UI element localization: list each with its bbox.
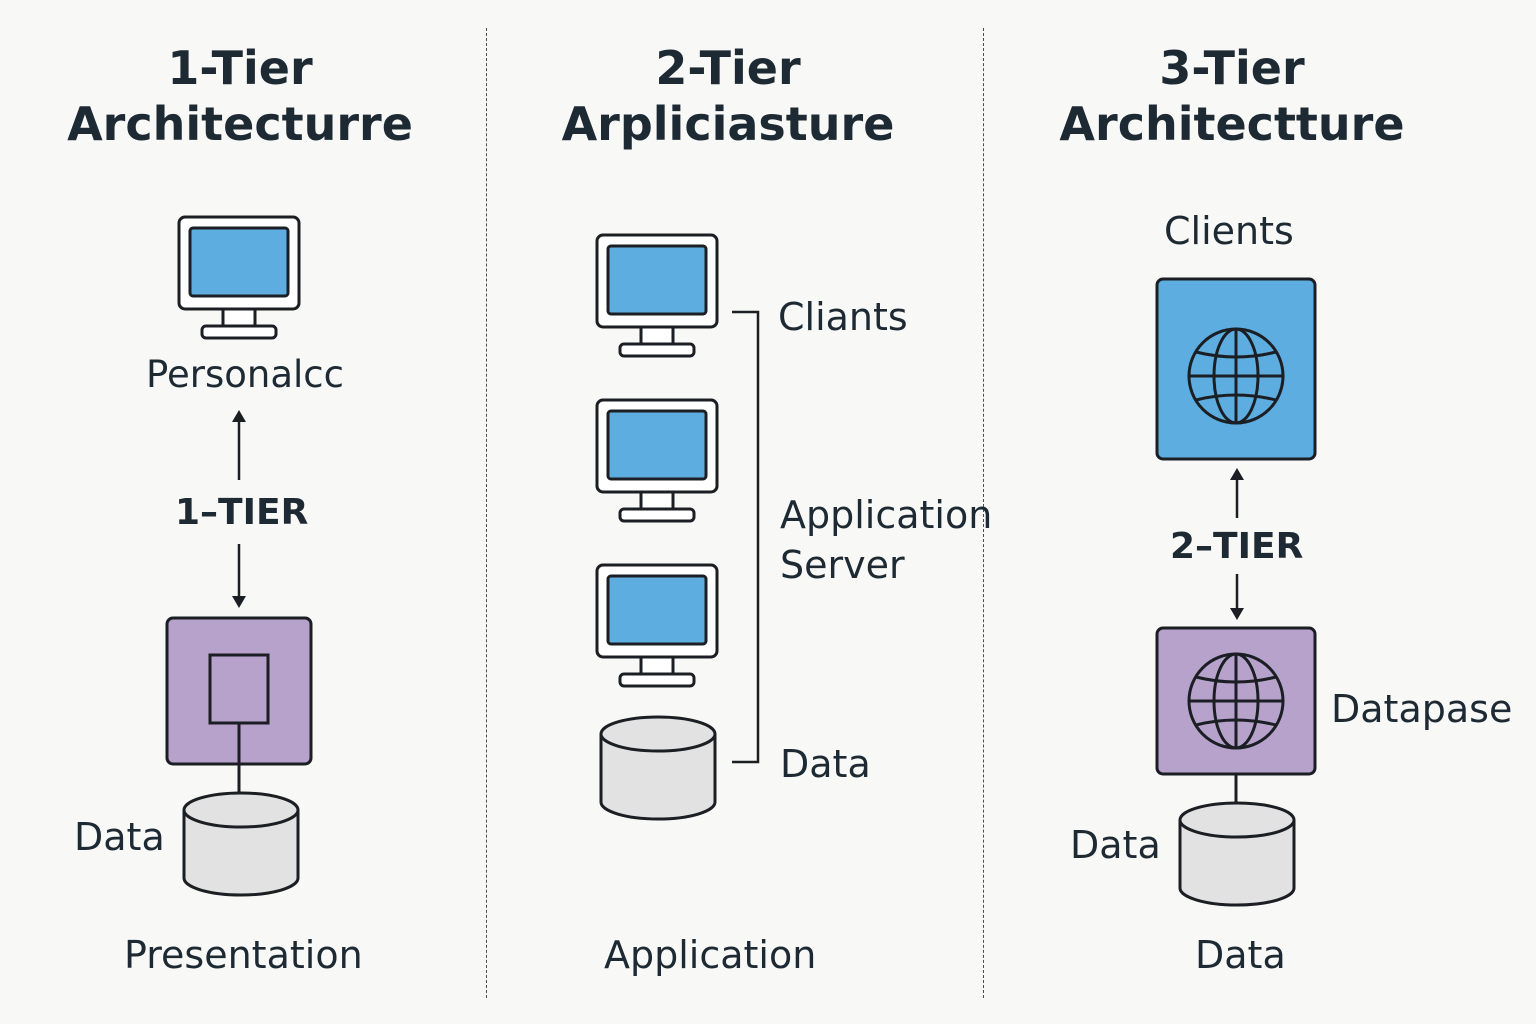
monitor-icon [595,398,719,523]
column-2-title: 2-Tier Arpliciasture [488,40,968,152]
column-1-title: 1-Tier Architecturre [0,40,480,152]
column-2-title-line1: 2-Tier [655,41,801,95]
data-label-1: Data [74,815,165,859]
footer-label-1: Presentation [124,933,363,977]
column-divider-2 [983,28,984,998]
arrow-up-icon [1230,468,1244,518]
arrow-up-icon [232,410,246,480]
column-divider-1 [486,28,487,998]
arrow-down-icon [232,544,246,608]
footer-label-3: Data [1195,933,1286,977]
column-3-title-line1: 3-Tier [1159,41,1305,95]
tier-label-1: 1–TIER [175,492,309,533]
database-label: Datapase [1331,687,1513,731]
database-icon [1178,801,1296,907]
globe-icon [1187,327,1285,425]
column-1-title-line1: 1-Tier [167,41,313,95]
column-3-title-line2: Architectture [1059,97,1405,151]
data-label-2: Data [780,742,871,786]
column-2-title-line2: Arpliciasture [561,97,895,151]
database-icon [182,791,300,897]
server-label-line1: Application [780,493,993,537]
bracket-connector [732,310,760,764]
data-label-3: Data [1070,823,1161,867]
column-1-title-line2: Architecturre [67,97,413,151]
column-3-title: 3-Tier Architectture [992,40,1472,152]
clients-label-2: Cliants [778,295,908,339]
footer-label-2: Application [604,933,817,977]
monitor-icon [595,563,719,688]
clients-label-3: Clients [1164,209,1294,253]
database-server-box [1155,626,1317,805]
monitor-icon [177,215,301,340]
server-label-line2: Server [780,543,905,587]
personal-computer-label: Personalcc [146,353,344,396]
monitor-icon [595,233,719,358]
arrow-down-icon [1230,574,1244,620]
tier-label-2: 2–TIER [1170,526,1304,567]
globe-icon [1187,652,1285,750]
client-box [1155,277,1317,461]
database-icon [599,715,717,821]
server-label: Application Server [780,490,992,590]
